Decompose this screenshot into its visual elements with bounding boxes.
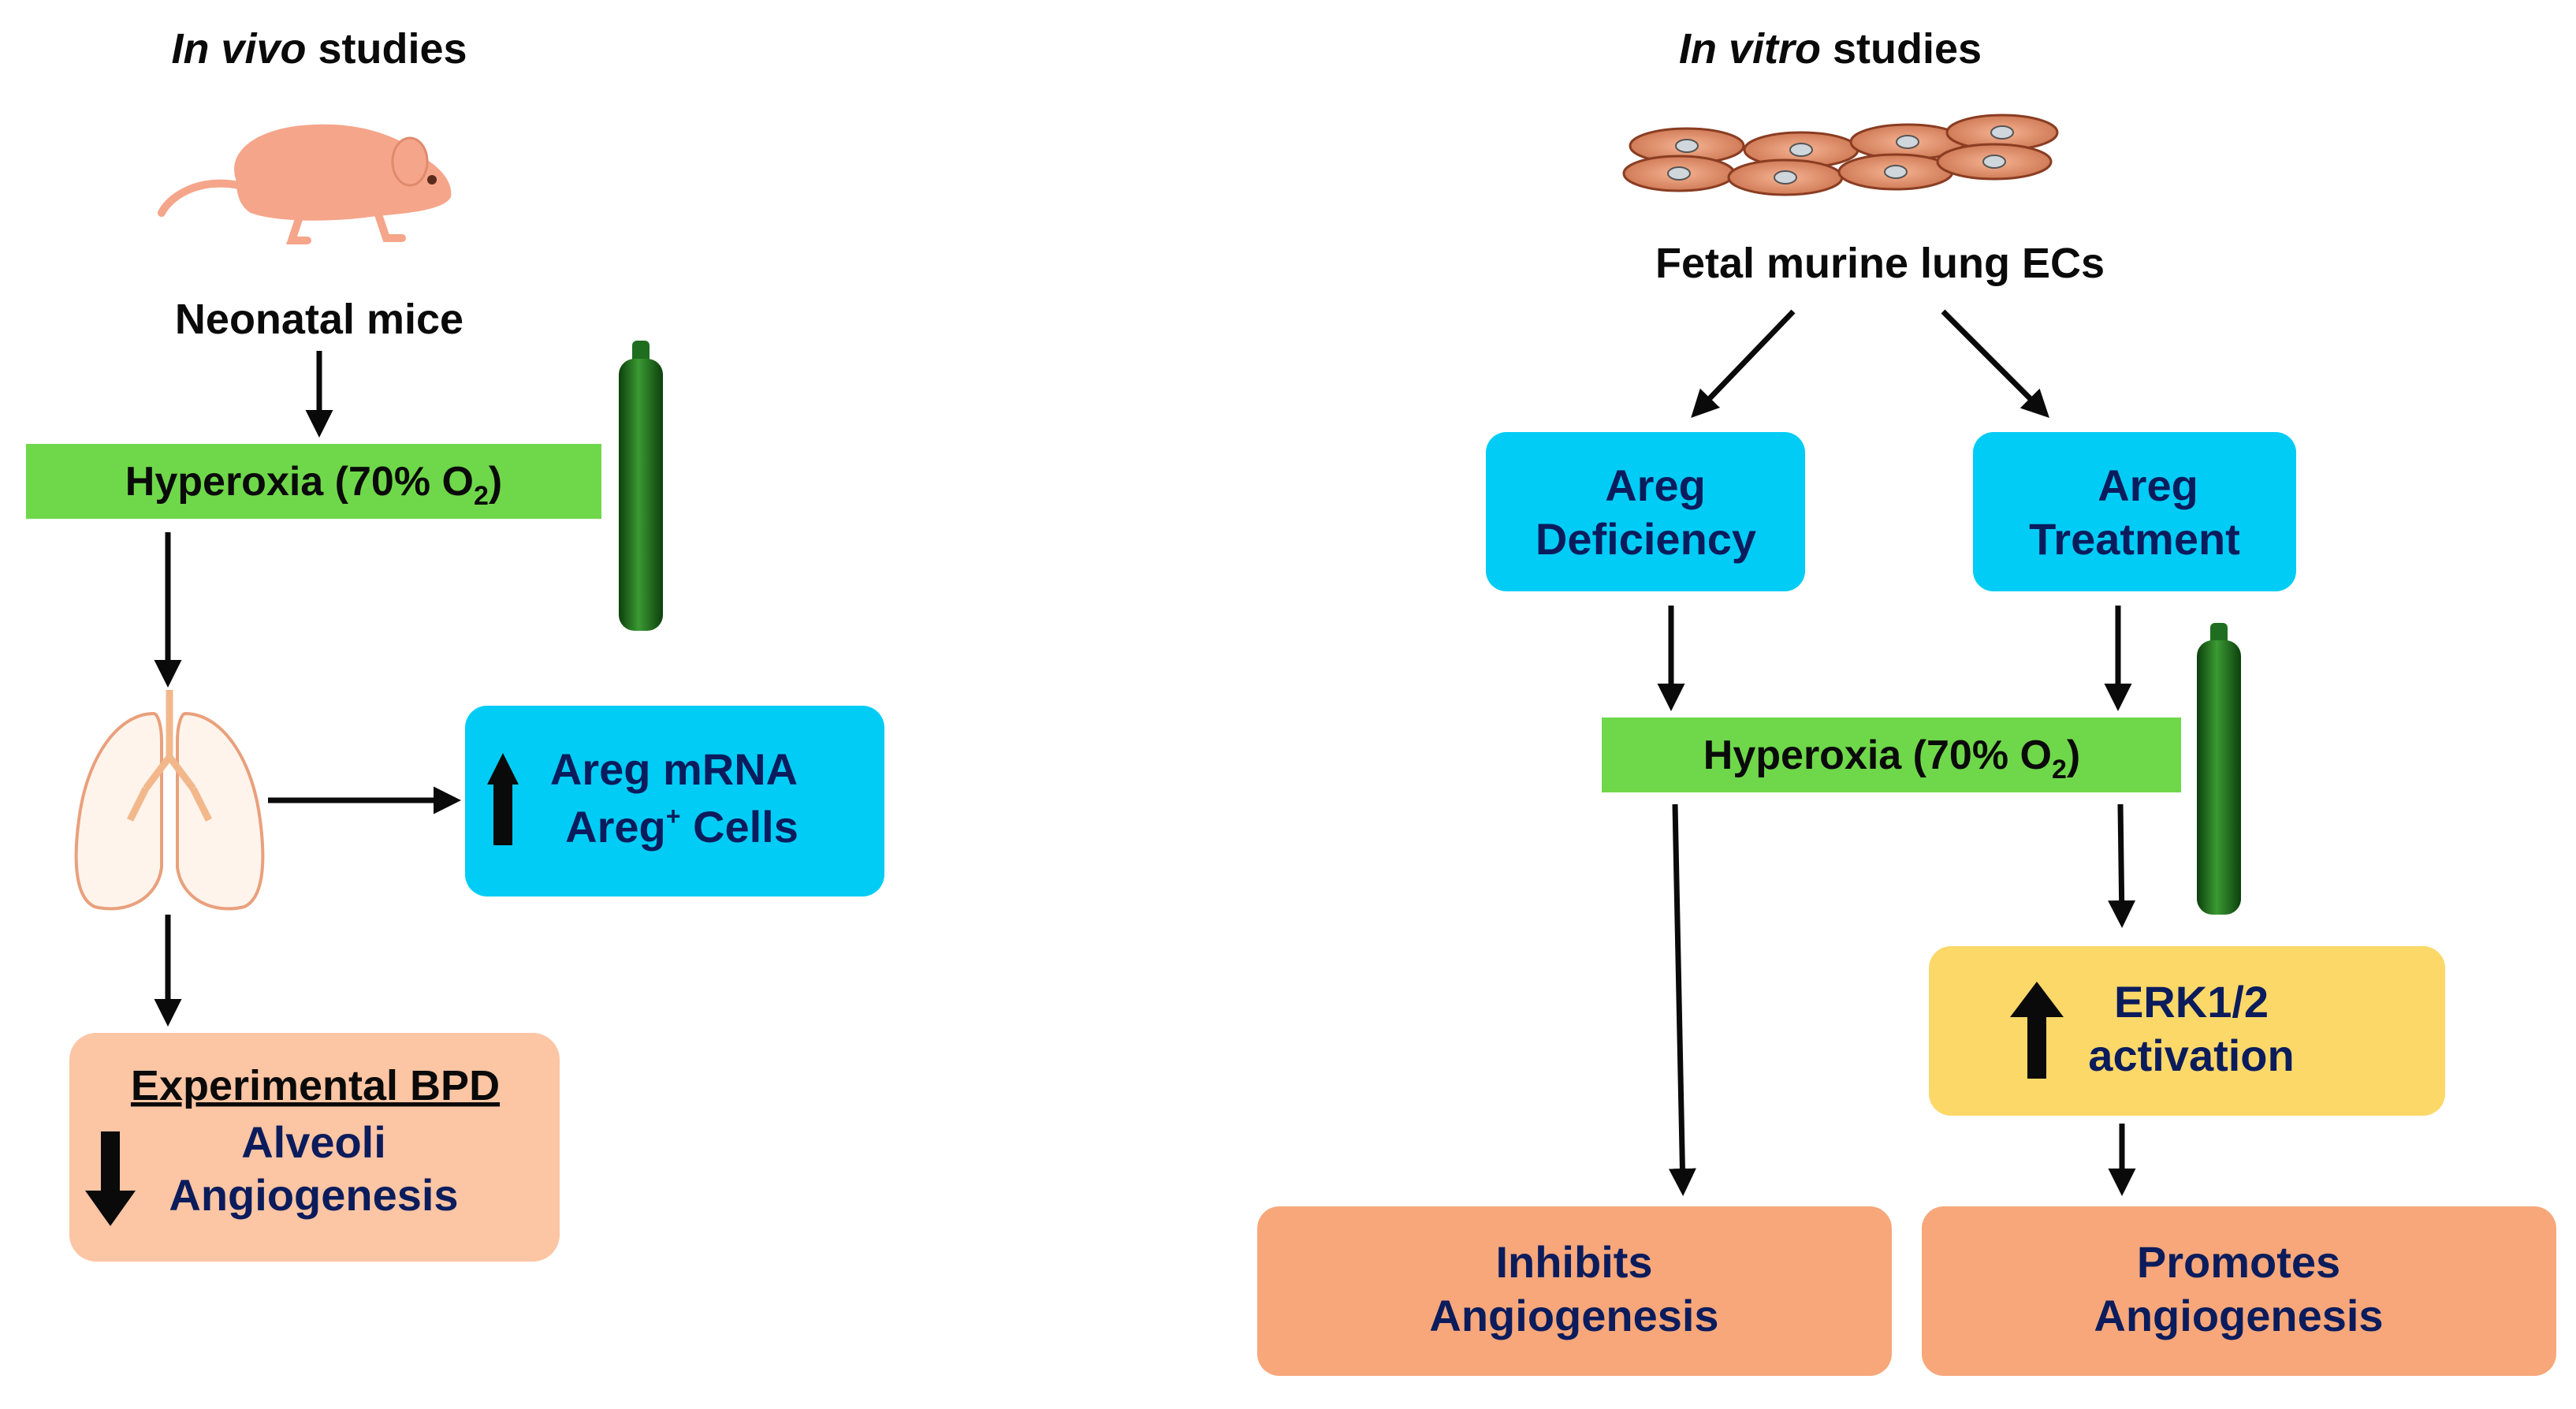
deficiency-line2: Deficiency xyxy=(1536,514,1756,564)
left-heading: In vivo studies xyxy=(171,25,467,73)
down-arrow-icon xyxy=(85,1131,136,1226)
mouse-icon xyxy=(158,124,452,244)
lungs-icon xyxy=(74,690,265,911)
areg-treatment-box: Areg Treatment xyxy=(1973,432,2296,591)
left-hyperoxia-label: Hyperoxia (70% O2) xyxy=(125,459,502,511)
right-subject: Fetal murine lung ECs xyxy=(1655,240,2105,287)
inhibits-angiogenesis-box: Inhibits Angiogenesis xyxy=(1257,1206,1892,1376)
erk-activation-box: ERK1/2 activation xyxy=(1929,946,2445,1116)
right-heading-italic: In vitro xyxy=(1679,25,1821,73)
oxygen-cylinder-icon xyxy=(619,341,663,631)
arrow-hyperoxia-to-inhibits xyxy=(1668,803,1696,1196)
arrow-cells-to-deficiency xyxy=(1691,309,1796,419)
left-heading-rest: studies xyxy=(306,25,467,73)
areg-deficiency-box: Areg Deficiency xyxy=(1486,432,1805,591)
right-heading: In vitro studies xyxy=(1679,25,1982,73)
treatment-line2: Treatment xyxy=(2029,514,2240,564)
endothelial-cells-icon xyxy=(1622,114,2059,196)
oxygen-cylinder-icon xyxy=(2197,623,2241,915)
areg-mrna-label: Areg mRNA xyxy=(550,744,798,794)
arrow-hyperoxia-to-erk xyxy=(2108,803,2136,928)
deficiency-line1: Areg xyxy=(1605,460,1706,510)
inhibits-line1: Inhibits xyxy=(1495,1237,1652,1287)
bpd-angiogenesis: Angiogenesis xyxy=(169,1170,458,1220)
right-heading-rest: studies xyxy=(1821,25,1982,73)
treatment-line1: Areg xyxy=(2098,460,2198,510)
areg-cells-label: Areg+ Cells xyxy=(565,802,798,852)
left-heading-italic: In vivo xyxy=(171,25,306,73)
right-hyperoxia-label: Hyperoxia (70% O2) xyxy=(1703,732,2080,785)
bpd-title: Experimental BPD xyxy=(131,1062,500,1109)
erk-line2: activation xyxy=(2088,1031,2294,1080)
promotes-line2: Angiogenesis xyxy=(2094,1291,2383,1340)
left-subject: Neonatal mice xyxy=(175,296,463,343)
up-arrow-icon xyxy=(487,753,519,845)
bpd-alveoli: Alveoli xyxy=(241,1117,386,1167)
erk-line1: ERK1/2 xyxy=(2114,977,2269,1027)
arrow-cells-to-treatment xyxy=(1941,309,2049,418)
areg-result-box: Areg mRNA Areg+ Cells xyxy=(465,706,884,896)
promotes-angiogenesis-box: Promotes Angiogenesis xyxy=(1922,1206,2556,1376)
left-hyperoxia-bar: Hyperoxia (70% O2) xyxy=(26,444,601,519)
inhibits-line2: Angiogenesis xyxy=(1429,1291,1718,1340)
up-arrow-icon xyxy=(2010,982,2064,1079)
right-hyperoxia-bar: Hyperoxia (70% O2) xyxy=(1602,718,2181,792)
bpd-box: Experimental BPD Alveoli Angiogenesis xyxy=(69,1033,560,1262)
promotes-line1: Promotes xyxy=(2137,1237,2340,1287)
